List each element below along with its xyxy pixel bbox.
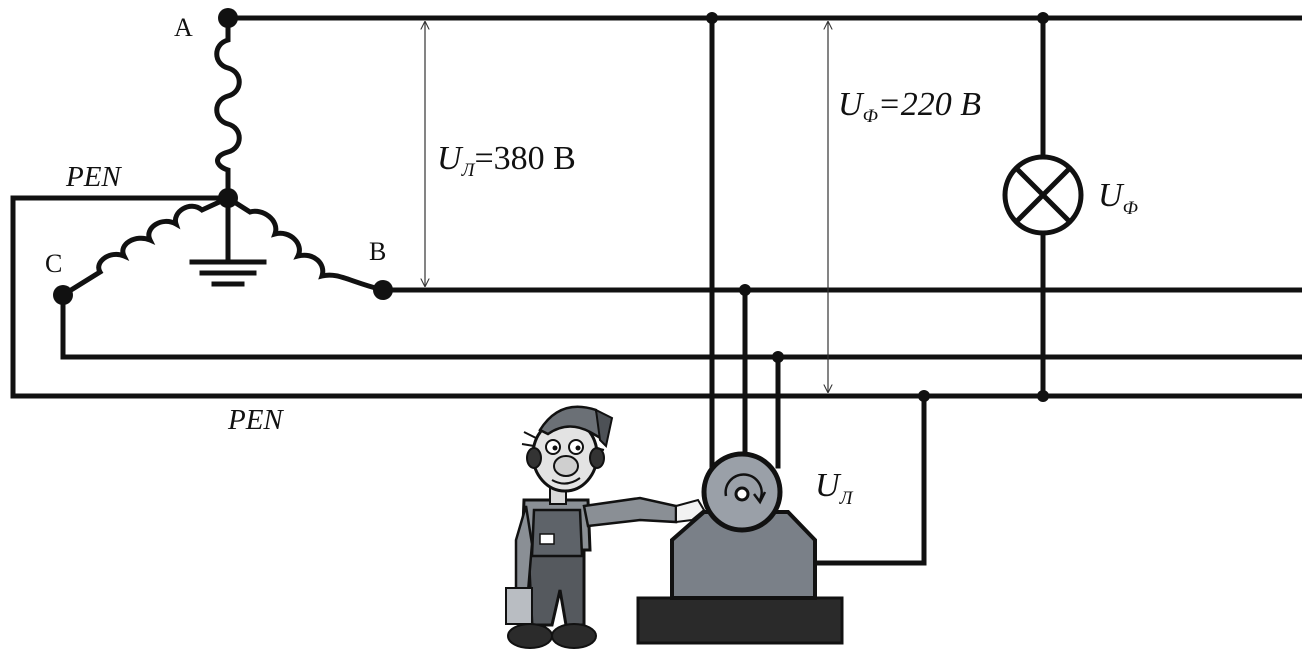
terminal-a-label: A — [174, 13, 193, 42]
worker-figure — [505, 405, 706, 649]
lamp-voltage-label: UФ — [1098, 177, 1138, 219]
pen-label-top: PEN — [65, 161, 122, 193]
lamp-icon — [1002, 154, 1084, 236]
neutral-node — [218, 188, 238, 208]
motor-icon — [636, 451, 844, 645]
terminal-b-node — [373, 280, 393, 300]
winding-c — [60, 195, 231, 298]
winding-b — [225, 195, 386, 293]
motor-housing — [670, 510, 817, 600]
motor-ground-wire — [809, 393, 927, 566]
generator-star — [60, 15, 386, 298]
phase-c-line — [60, 292, 1302, 360]
lamp-node-a — [1037, 12, 1049, 24]
terminal-b-label: B — [369, 237, 386, 266]
terminal-a-node — [218, 8, 238, 28]
line-voltage-label: UЛ=380 В — [437, 140, 576, 181]
pen-label-bottom: PEN — [227, 404, 284, 436]
motor-shaft — [734, 486, 750, 502]
rotation-arrow — [724, 473, 763, 501]
motor-node-c — [772, 351, 784, 363]
motor-voltage-label: UЛ — [815, 467, 854, 509]
lamp-node-pen — [1037, 390, 1049, 402]
motor-ground-node — [918, 390, 930, 402]
winding-a — [214, 15, 242, 201]
motor-base — [636, 596, 844, 645]
terminal-c-node — [53, 285, 73, 305]
terminal-c-label: C — [45, 249, 62, 278]
motor-node-b — [739, 284, 751, 296]
motor-node-a — [706, 12, 718, 24]
phase-voltage-label: UФ=220 В — [838, 86, 981, 127]
pen-conductor — [10, 195, 1302, 399]
ground-icon — [189, 195, 267, 287]
